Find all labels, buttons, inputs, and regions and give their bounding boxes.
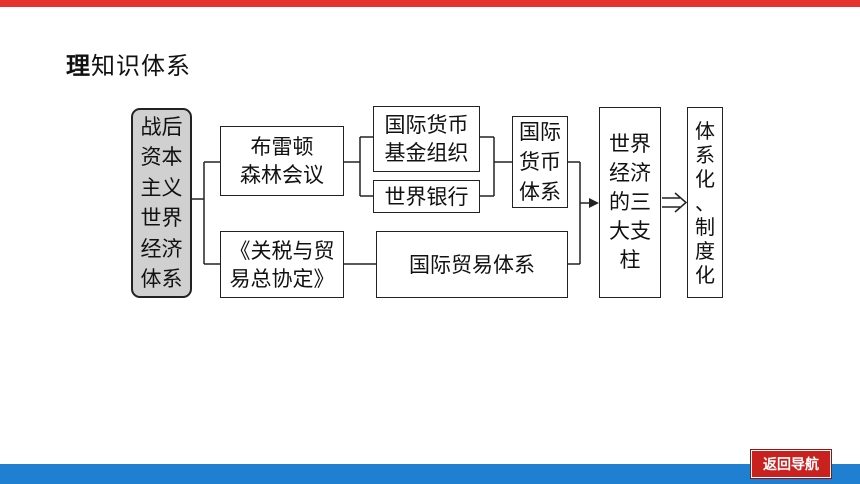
slide-title-rest: 知识体系 <box>91 52 191 80</box>
trade-system-box: 国际贸易体系 <box>376 231 568 298</box>
slide-title-first-char: 理 <box>66 52 91 80</box>
top-accent-bar <box>0 0 860 7</box>
slide-title: 理知识体系 <box>66 46 191 81</box>
double-arrow-head <box>674 192 688 213</box>
gatt-box: 《关税与贸 易总协定》 <box>220 231 344 298</box>
bretton-woods-box: 布雷顿 森林会议 <box>220 126 344 196</box>
world-bank-box: 世界银行 <box>373 180 480 213</box>
imf-box: 国际货币 基金组织 <box>373 106 480 172</box>
bottom-accent-bar <box>0 464 860 484</box>
arrowhead-to-pillars <box>589 198 599 208</box>
institutionalization-box: 体 系 化 、 制 度 化 <box>687 107 723 298</box>
monetary-system-box: 国际 货币 体系 <box>512 116 568 208</box>
root-box: 战后 资本 主义 世界 经济 体系 <box>131 108 192 298</box>
three-pillars-box: 世界 经济 的三 大支 柱 <box>599 107 661 298</box>
back-navigation-button[interactable]: 返回导航 <box>751 450 831 478</box>
